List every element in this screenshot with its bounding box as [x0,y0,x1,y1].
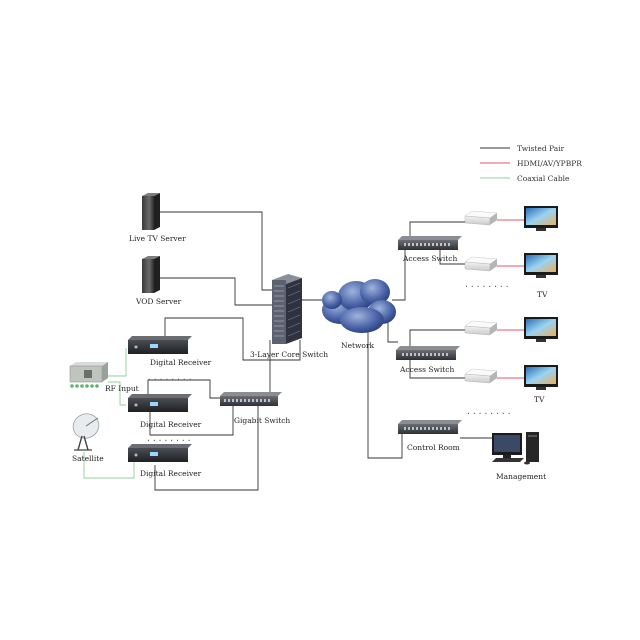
tv-icon [524,253,558,278]
set-top-box-icon [464,256,498,272]
rf-input-label: RF Input [105,384,139,393]
cloud-network-icon [322,279,396,333]
set-top-box-4 [464,368,498,384]
set-top-box-2 [464,256,498,272]
management-label: Management [496,472,546,481]
live-tv-server-label: Live TV Server [129,234,186,243]
tv-group-1-ellipsis: ........ [464,280,511,289]
tv-icon [524,206,558,231]
digital-receiver-2: Digital Receiver [128,394,202,429]
rf-input: RF Input [69,362,139,393]
tv-icon [524,317,558,342]
core-switch: 3-Layer Core Switch [250,274,328,359]
satellite: Satellite [72,413,104,463]
server-tower-icon [142,256,160,293]
gigabit-switch-label: Gigabit Switch [234,416,290,425]
tv-1a [524,206,558,231]
digital-receiver-2-label: Digital Receiver [140,420,202,429]
digital-receiver-icon [128,336,192,354]
digital-receiver-3: Digital Receiver [128,444,202,478]
control-room: Control Room [398,420,462,452]
legend-hdmi: HDMI/AV/YPBPR [517,159,582,168]
desktop-computer-icon [492,432,539,465]
tv-2b [524,365,558,390]
digital-receiver-1-label: Digital Receiver [150,358,212,367]
access-switch-1-label: Access Switch [402,254,458,263]
vod-server-label: VOD Server [135,297,182,306]
digital-receiver-icon [128,444,192,462]
receivers-ellipsis-2: ........ [146,434,193,443]
tv-1b [524,253,558,278]
live-tv-server: Live TV Server [129,193,186,243]
network-switch-icon [220,392,282,406]
set-top-box-3 [464,320,498,336]
gigabit-switch: Gigabit Switch [220,392,290,425]
management: Management [492,432,546,481]
server-tower-icon [142,193,160,230]
tv-icon [524,365,558,390]
rf-input-module-icon [69,362,108,388]
network-cloud: Network [322,279,396,350]
access-switch-1: Access Switch [398,236,462,263]
server-rack-icon [272,274,302,344]
legend-twisted-pair: Twisted Pair [517,144,565,153]
network-switch-icon [396,346,460,360]
access-switch-2-label: Access Switch [399,365,455,374]
digital-receiver-icon [128,394,192,412]
set-top-box-icon [464,210,498,226]
satellite-dish-icon [72,413,100,451]
network-switch-icon [398,236,462,250]
legend-coaxial: Coaxial Cable [517,174,570,183]
satellite-label: Satellite [72,454,104,463]
core-switch-label: 3-Layer Core Switch [250,350,328,359]
tv-group-2-ellipsis: ........ [466,407,513,416]
legend: Twisted Pair HDMI/AV/YPBPR Coaxial Cable [480,144,582,183]
access-switch-2: Access Switch [396,346,460,374]
vod-server: VOD Server [135,256,182,306]
receivers-ellipsis-1: ........ [147,373,194,382]
network-label: Network [341,341,375,350]
digital-receiver-3-label: Digital Receiver [140,469,202,478]
network-switch-icon [398,420,462,434]
set-top-box-icon [464,368,498,384]
digital-receiver-1: Digital Receiver [128,336,212,367]
set-top-box-1 [464,210,498,226]
tv-1-label: TV [537,290,548,299]
tv-2-label: TV [534,395,545,404]
control-room-label: Control Room [407,443,460,452]
set-top-box-icon [464,320,498,336]
connection-wires [83,211,524,491]
tv-2a [524,317,558,342]
